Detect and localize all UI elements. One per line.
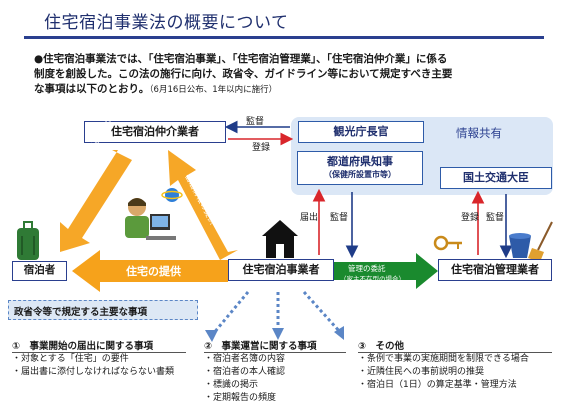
supervise-label-3: 監督 bbox=[486, 213, 505, 223]
intro-line-2: 制度を創設した。この法の施行に向け、政省令、ガイドライン等において規定すべき主要 bbox=[34, 68, 453, 80]
broom-icon bbox=[528, 221, 553, 262]
column-divider bbox=[358, 352, 552, 353]
supervise-label-2: 監督 bbox=[330, 213, 349, 223]
operator-box: 住宅宿泊事業者 bbox=[228, 259, 334, 281]
dash-arrow-1 bbox=[211, 291, 250, 335]
section-column-1: ① 事業開始の届出に関する事項 ・対象とする「住宅」の要件 ・届出書に添付しなけ… bbox=[12, 338, 202, 379]
column-divider bbox=[204, 352, 346, 353]
column-heading: ① 事業開始の届出に関する事項 bbox=[12, 341, 154, 352]
list-item: ・宿泊日（1日）の算定基準・管理方法 bbox=[358, 380, 517, 390]
browser-icon bbox=[161, 188, 183, 202]
intro-text: ●住宅宿泊事業法では、「住宅宿泊事業」、「住宅宿泊管理業」、「住宅宿泊仲介業」に… bbox=[34, 52, 546, 98]
supervise-label-1: 監督 bbox=[246, 117, 265, 127]
intro-line-1: ●住宅宿泊事業法では、「住宅宿泊事業」、「住宅宿泊管理業」、「住宅宿泊仲介業」に… bbox=[34, 53, 448, 65]
info-sharing-label: 情報共有 bbox=[456, 126, 502, 140]
column-heading: ② 事業運営に関する事項 bbox=[204, 341, 317, 352]
delegation-label: 管理の委託 bbox=[348, 264, 386, 273]
person-computer-icon bbox=[125, 198, 176, 240]
section-title: 政省令等で規定する主要な事項 bbox=[8, 300, 198, 320]
column-heading: ③ その他 bbox=[358, 341, 405, 352]
list-item: ・届出書に添付しなければならない書類 bbox=[12, 367, 175, 377]
intro-note: （6月16日公布、1年以内に施行） bbox=[149, 85, 278, 95]
register-label-2: 登録 bbox=[461, 213, 480, 223]
list-item: ・条例で事業の実施期間を制限できる場合 bbox=[358, 354, 529, 364]
column-divider bbox=[12, 352, 186, 353]
section-column-3: ③ その他 ・条例で事業の実施期間を制限できる場合 ・近隣住民への事前説明の推奨… bbox=[358, 338, 558, 392]
provide-housing-arrow bbox=[72, 250, 228, 292]
tourism-agency-box: 観光庁長官 bbox=[298, 121, 424, 143]
delegation-arrow bbox=[334, 253, 438, 289]
page-title: 住宅宿泊事業法の概要について bbox=[44, 13, 289, 33]
key-icon bbox=[433, 235, 462, 251]
register-label-1: 登録 bbox=[252, 143, 271, 153]
provide-housing-label: 住宅の提供 bbox=[126, 265, 181, 278]
mlit-box: 国土交通大臣 bbox=[440, 167, 552, 189]
delegation-sublabel: （家主不在型の場合） bbox=[340, 275, 405, 283]
governor-sublabel: （保健所設置市等） bbox=[324, 170, 396, 179]
house-icon bbox=[262, 220, 298, 258]
section-column-2: ② 事業運営に関する事項 ・宿泊者名簿の内容 ・宿泊者の本人確認 ・標識の掲示 … bbox=[204, 338, 354, 405]
listing-info-arrow bbox=[168, 150, 238, 260]
list-item: ・宿泊者名簿の内容 bbox=[204, 354, 286, 364]
governor-label: 都道府県知事 bbox=[327, 155, 393, 168]
suitcase-icon bbox=[17, 221, 39, 260]
intermediary-box: 住宅宿泊仲介業者 bbox=[84, 121, 226, 143]
notify-label: 届出 bbox=[300, 213, 319, 223]
list-item: ・定期報告の頻度 bbox=[204, 393, 277, 403]
guest-box: 宿泊者 bbox=[12, 261, 67, 281]
list-item: ・対象とする「住宅」の要件 bbox=[12, 354, 129, 364]
bucket-icon bbox=[509, 233, 531, 258]
dash-arrow-3 bbox=[302, 290, 342, 334]
list-item: ・宿泊者の本人確認 bbox=[204, 367, 286, 377]
manager-box: 住宅宿泊管理業者 bbox=[438, 259, 552, 281]
list-item: ・標識の掲示 bbox=[204, 380, 259, 390]
title-underline bbox=[24, 36, 544, 39]
governor-box: 都道府県知事 （保健所設置市等） bbox=[297, 151, 423, 185]
intro-line-3: な事項は以下のとおり。（6月16日公布、1年以内に施行） bbox=[34, 83, 278, 95]
web-booking-arrow bbox=[60, 150, 132, 252]
list-item: ・近隣住民への事前説明の推奨 bbox=[358, 367, 485, 377]
